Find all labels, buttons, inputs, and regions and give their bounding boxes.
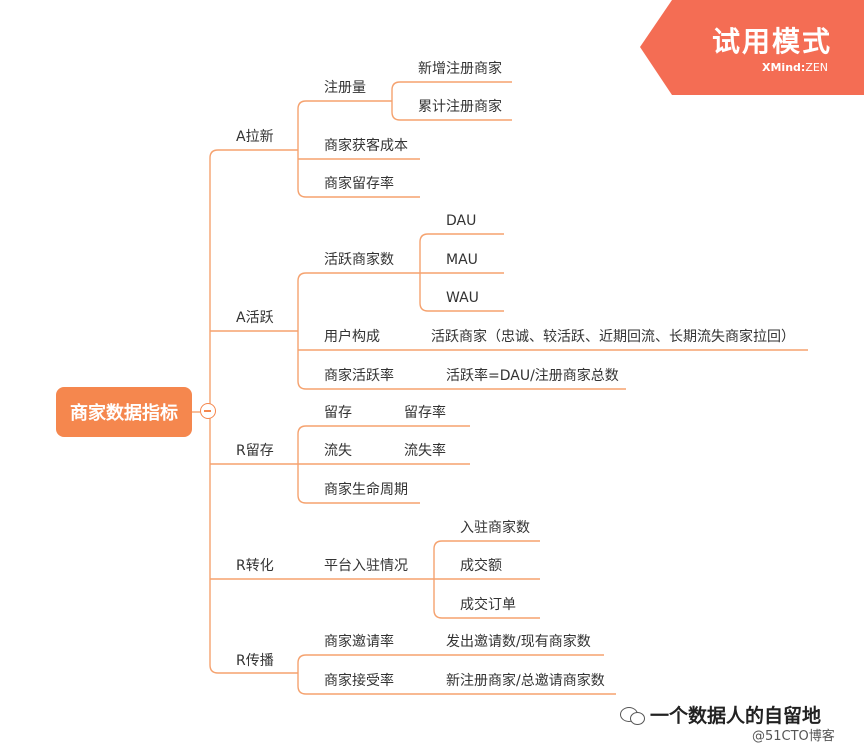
topic-accept-rate[interactable]: 商家接受率 — [324, 673, 394, 689]
topic-mau[interactable]: MAU — [446, 252, 478, 268]
topic-deal-orders[interactable]: 成交订单 — [460, 597, 516, 613]
connector-curve — [297, 272, 307, 390]
collapse-toggle-icon[interactable] — [200, 403, 216, 419]
topic-churn-rate[interactable]: 流失率 — [404, 443, 446, 459]
topic-churn[interactable]: 流失 — [324, 443, 352, 459]
site-watermark: @51CTO博客 — [752, 729, 835, 744]
wechat-watermark: 一个数据人的自留地 — [620, 701, 821, 728]
topic-wau[interactable]: WAU — [446, 290, 479, 306]
topic-platform-settlement[interactable]: 平台入驻情况 — [324, 558, 408, 574]
topic-invite-rate[interactable]: 商家邀请率 — [324, 634, 394, 650]
topic-user-composition[interactable]: 用户构成 — [324, 329, 380, 345]
topic-settled-merchants[interactable]: 入驻商家数 — [460, 520, 530, 536]
topic-register-volume[interactable]: 注册量 — [324, 80, 366, 96]
topic-user-composition-detail[interactable]: 活跃商家（忠诚、较活跃、近期回流、长期流失商家拉回） — [431, 329, 795, 345]
connector-curve — [297, 654, 307, 695]
connector-curve — [391, 81, 401, 121]
topic-activity-rate[interactable]: 商家活跃率 — [324, 368, 394, 384]
connector-curve — [297, 100, 307, 198]
xmind-brand: XMind:ZEN — [762, 61, 828, 74]
branch-referral[interactable]: R传播 — [236, 653, 274, 669]
topic-accept-rate-formula[interactable]: 新注册商家/总邀请商家数 — [446, 673, 605, 689]
branch-revenue[interactable]: R转化 — [236, 558, 274, 574]
topic-lifecycle[interactable]: 商家生命周期 — [324, 482, 408, 498]
brand-edition: ZEN — [805, 61, 829, 74]
topic-activity-rate-formula[interactable]: 活跃率=DAU/注册商家总数 — [446, 368, 619, 384]
topic-acquisition-cost[interactable]: 商家获客成本 — [324, 138, 408, 154]
topic-total-merchants[interactable]: 累计注册商家 — [418, 99, 502, 115]
branch-retention[interactable]: R留存 — [236, 443, 274, 459]
topic-dau[interactable]: DAU — [446, 213, 477, 229]
topic-retain-rate[interactable]: 留存率 — [404, 405, 446, 421]
trial-mode-title: 试用模式 — [712, 25, 833, 58]
root-topic[interactable]: 商家数据指标 — [56, 387, 192, 437]
topic-deal-amount[interactable]: 成交额 — [460, 558, 502, 574]
topic-new-merchants[interactable]: 新增注册商家 — [418, 61, 502, 77]
topic-invite-rate-formula[interactable]: 发出邀请数/现有商家数 — [446, 634, 591, 650]
brand-separator: : — [800, 61, 806, 74]
wechat-icon — [620, 705, 646, 725]
watermark-channel: 一个数据人的自留地 — [650, 705, 822, 727]
topic-active-merchants[interactable]: 活跃商家数 — [324, 252, 394, 268]
branch-acquisition[interactable]: A拉新 — [236, 129, 274, 145]
topic-retention-rate[interactable]: 商家留存率 — [324, 176, 394, 192]
topic-retain[interactable]: 留存 — [324, 405, 352, 421]
brand-name: XMind — [762, 61, 801, 74]
branch-activation[interactable]: A活跃 — [236, 310, 274, 326]
trial-mode-badge[interactable] — [640, 0, 864, 95]
